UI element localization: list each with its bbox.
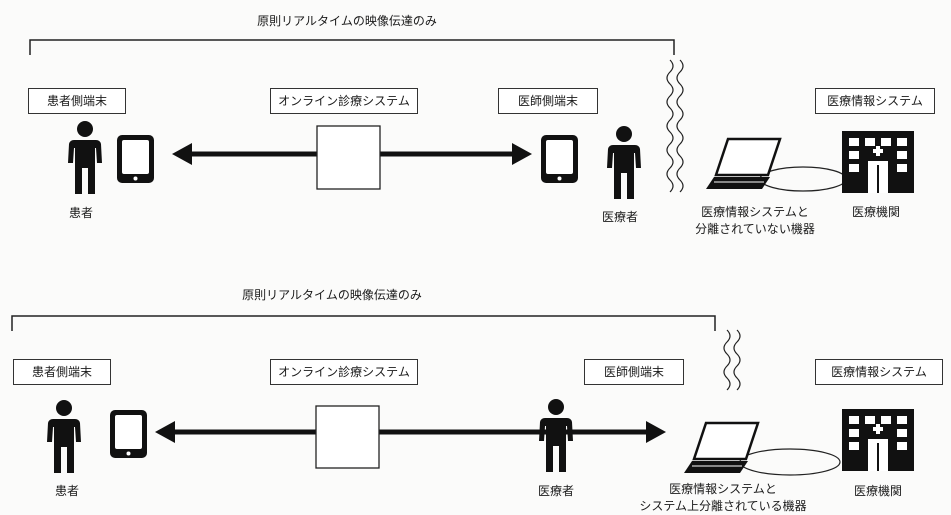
top-graphics — [29, 39, 914, 199]
tablet-icon — [117, 135, 154, 183]
person-icon — [47, 400, 81, 473]
patient-label: 患者 — [54, 484, 80, 498]
diagram-bottom-section: 原則リアルタイムの映像伝達のみ 患者側端末 オンライン診療システム 医師側端末 … — [0, 258, 951, 515]
person-icon — [539, 399, 573, 472]
hospital-system-box: 医療情報システム — [815, 359, 943, 385]
network-connection — [759, 166, 847, 192]
online-system-box: オンライン診療システム — [270, 88, 418, 114]
online-system-box: オンライン診療システム — [270, 359, 418, 385]
doctor-label: 医療者 — [601, 210, 639, 224]
device-label-line1: 医療情報システムと — [701, 205, 809, 219]
doctor-terminal-box: 医師側端末 — [584, 359, 684, 385]
laptop-icon — [684, 421, 760, 473]
bottom-graphics — [11, 315, 914, 476]
patient-terminal-box: 患者側端末 — [28, 88, 126, 114]
wavy-separator-icon — [723, 329, 731, 391]
facility-label: 医療機関 — [853, 484, 903, 498]
bracket-label: 原則リアルタイムの映像伝達のみ — [257, 14, 437, 28]
laptop-icon — [706, 137, 782, 189]
tablet-icon — [541, 135, 578, 183]
double-arrow-icon — [155, 421, 666, 443]
system-square — [316, 125, 381, 190]
person-icon — [607, 126, 641, 199]
wavy-separator-icon — [666, 59, 674, 193]
facility-label: 医療機関 — [851, 205, 901, 219]
patient-label: 患者 — [68, 206, 94, 220]
bottom-bracket — [11, 315, 716, 331]
doctor-label: 医療者 — [537, 484, 575, 498]
device-label-line2: 分離されていない機器 — [695, 222, 815, 236]
person-icon — [68, 121, 102, 194]
hospital-system-box: 医療情報システム — [815, 88, 935, 114]
top-bracket — [29, 39, 675, 55]
hospital-building-icon — [842, 131, 914, 193]
device-label-line1: 医療情報システムと — [669, 482, 777, 496]
tablet-icon — [110, 410, 147, 458]
doctor-terminal-box: 医師側端末 — [498, 88, 598, 114]
device-label-line2: システム上分離されている機器 — [639, 499, 807, 513]
diagram-top-section: 原則リアルタイムの映像伝達のみ 患者側端末 オンライン診療システム 医師側端末 … — [0, 0, 951, 257]
hospital-building-icon — [842, 409, 914, 471]
patient-terminal-box: 患者側端末 — [13, 359, 111, 385]
bracket-label: 原則リアルタイムの映像伝達のみ — [242, 288, 422, 302]
network-connection — [739, 448, 841, 476]
system-square — [315, 405, 380, 469]
